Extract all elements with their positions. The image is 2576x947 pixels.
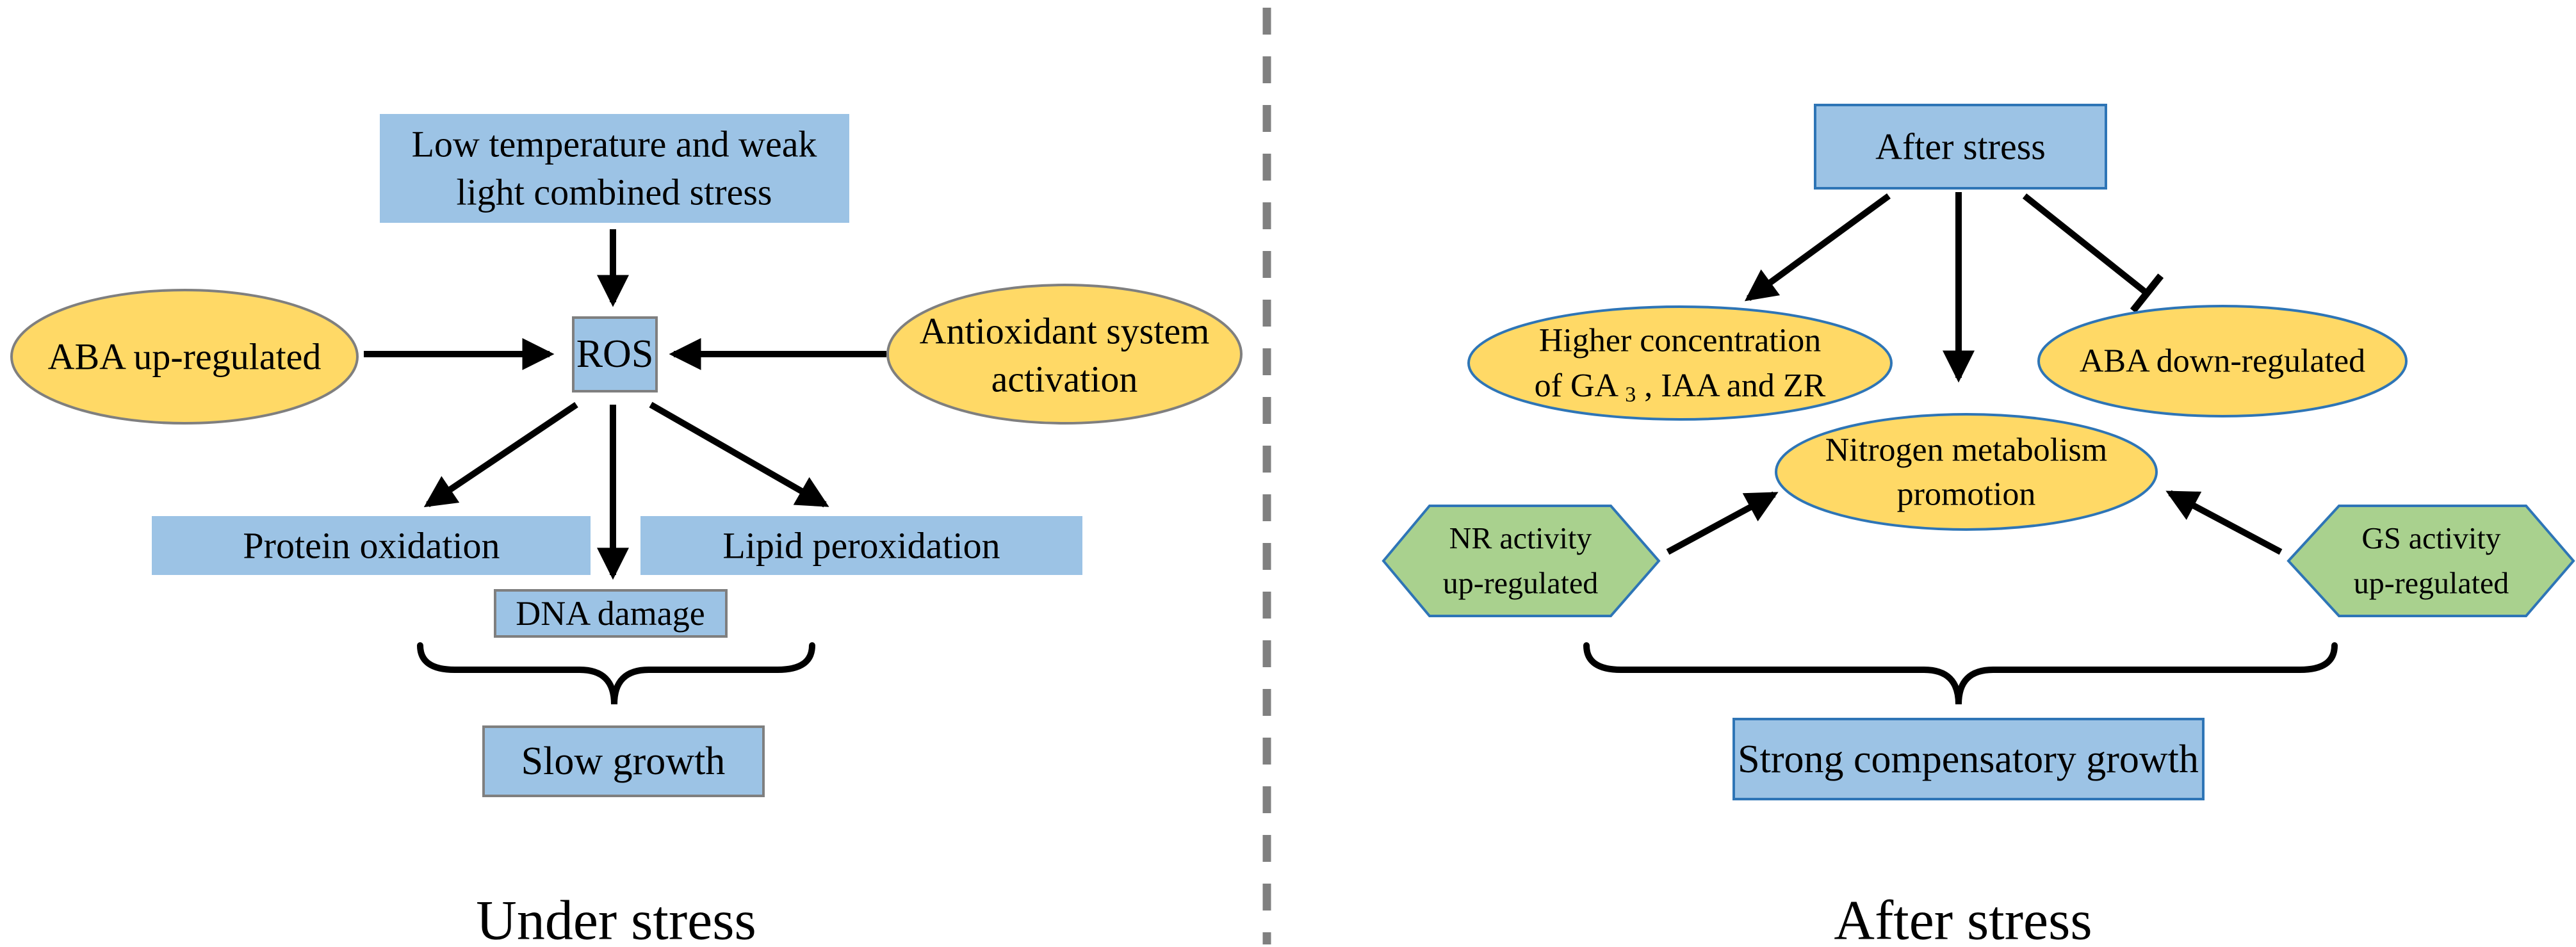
arrow-ros-to-lipid: [649, 401, 829, 508]
lipid-peroxidation-label: Lipid peroxidation: [722, 525, 1000, 567]
after-stress-box: [1814, 104, 2107, 190]
panel-after-stress: After stress Higher concentration of GA …: [1382, 104, 2575, 947]
nitrogen-line2: promotion: [1897, 476, 2036, 513]
gs-activity-line1: GS activity: [2361, 522, 2500, 556]
aba-up-label: ABA up-regulated: [48, 336, 322, 378]
ros-box: [572, 316, 658, 393]
arrow-nr-to-nitrogen: [1666, 491, 1779, 555]
lipid-peroxidation-box: [640, 516, 1082, 575]
after-stress-caption: After stress: [1834, 890, 2092, 947]
dna-damage-box: [494, 589, 728, 638]
slow-growth-label: Slow growth: [521, 740, 726, 783]
gs-activity-line2: up-regulated: [2354, 567, 2509, 601]
after-stress-box-label: After stress: [1875, 126, 2046, 168]
dna-damage-label: DNA damage: [516, 594, 705, 633]
antioxidant-ellipse: [886, 284, 1243, 425]
gs-activity-hexagon: [2287, 505, 2575, 617]
slow-growth-box: [482, 725, 765, 797]
protein-oxidation-label: Protein oxidation: [243, 525, 500, 567]
nr-activity-line1: NR activity: [1449, 522, 1592, 556]
antioxidant-line2: activation: [991, 359, 1138, 400]
inhibit-after-to-aba-down: [2022, 193, 2164, 313]
nr-activity-line2: up-regulated: [1443, 567, 1599, 601]
combined-stress-line1: Low temperature and weak: [412, 124, 817, 165]
aba-up-ellipse: [10, 289, 359, 425]
arrow-ros-to-protein: [423, 401, 578, 508]
higher-concentration-ellipse: [1467, 305, 1893, 421]
aba-down-ellipse: [2037, 305, 2408, 417]
arrow-gs-to-nitrogen: [2165, 490, 2283, 555]
ga3-subscript: 3: [1625, 383, 1636, 407]
nitrogen-metabolism-ellipse: [1775, 413, 2158, 531]
combined-stress-line2: light combined stress: [457, 172, 772, 213]
strong-compensatory-growth-box: [1732, 718, 2205, 800]
higher-concentration-line2: of GA 3 , IAA and ZR: [1535, 368, 1826, 413]
strong-compensatory-growth-label: Strong compensatory growth: [1738, 738, 2199, 781]
under-stress-caption: Under stress: [476, 890, 756, 947]
brace-after-stress: [1583, 642, 2338, 705]
brace-under-stress: [417, 642, 815, 705]
combined-stress-box: [380, 114, 849, 223]
panel-under-stress: Low temperature and weak light combined …: [10, 114, 1243, 947]
antioxidant-line1: Antioxidant system: [920, 311, 1210, 352]
ros-label: ROS: [576, 332, 654, 376]
aba-down-label: ABA down-regulated: [2080, 343, 2365, 380]
nr-activity-hexagon: [1382, 505, 1661, 617]
protein-oxidation-box: [152, 516, 591, 575]
higher-concentration-line1: Higher concentration: [1539, 323, 1821, 359]
nitrogen-line1: Nitrogen metabolism: [1825, 432, 2107, 469]
arrow-after-to-hormones: [1744, 193, 1891, 302]
higher-concentration-line2-pre: of GA: [1535, 368, 1619, 404]
higher-concentration-line2-post: , IAA and ZR: [1644, 368, 1825, 404]
